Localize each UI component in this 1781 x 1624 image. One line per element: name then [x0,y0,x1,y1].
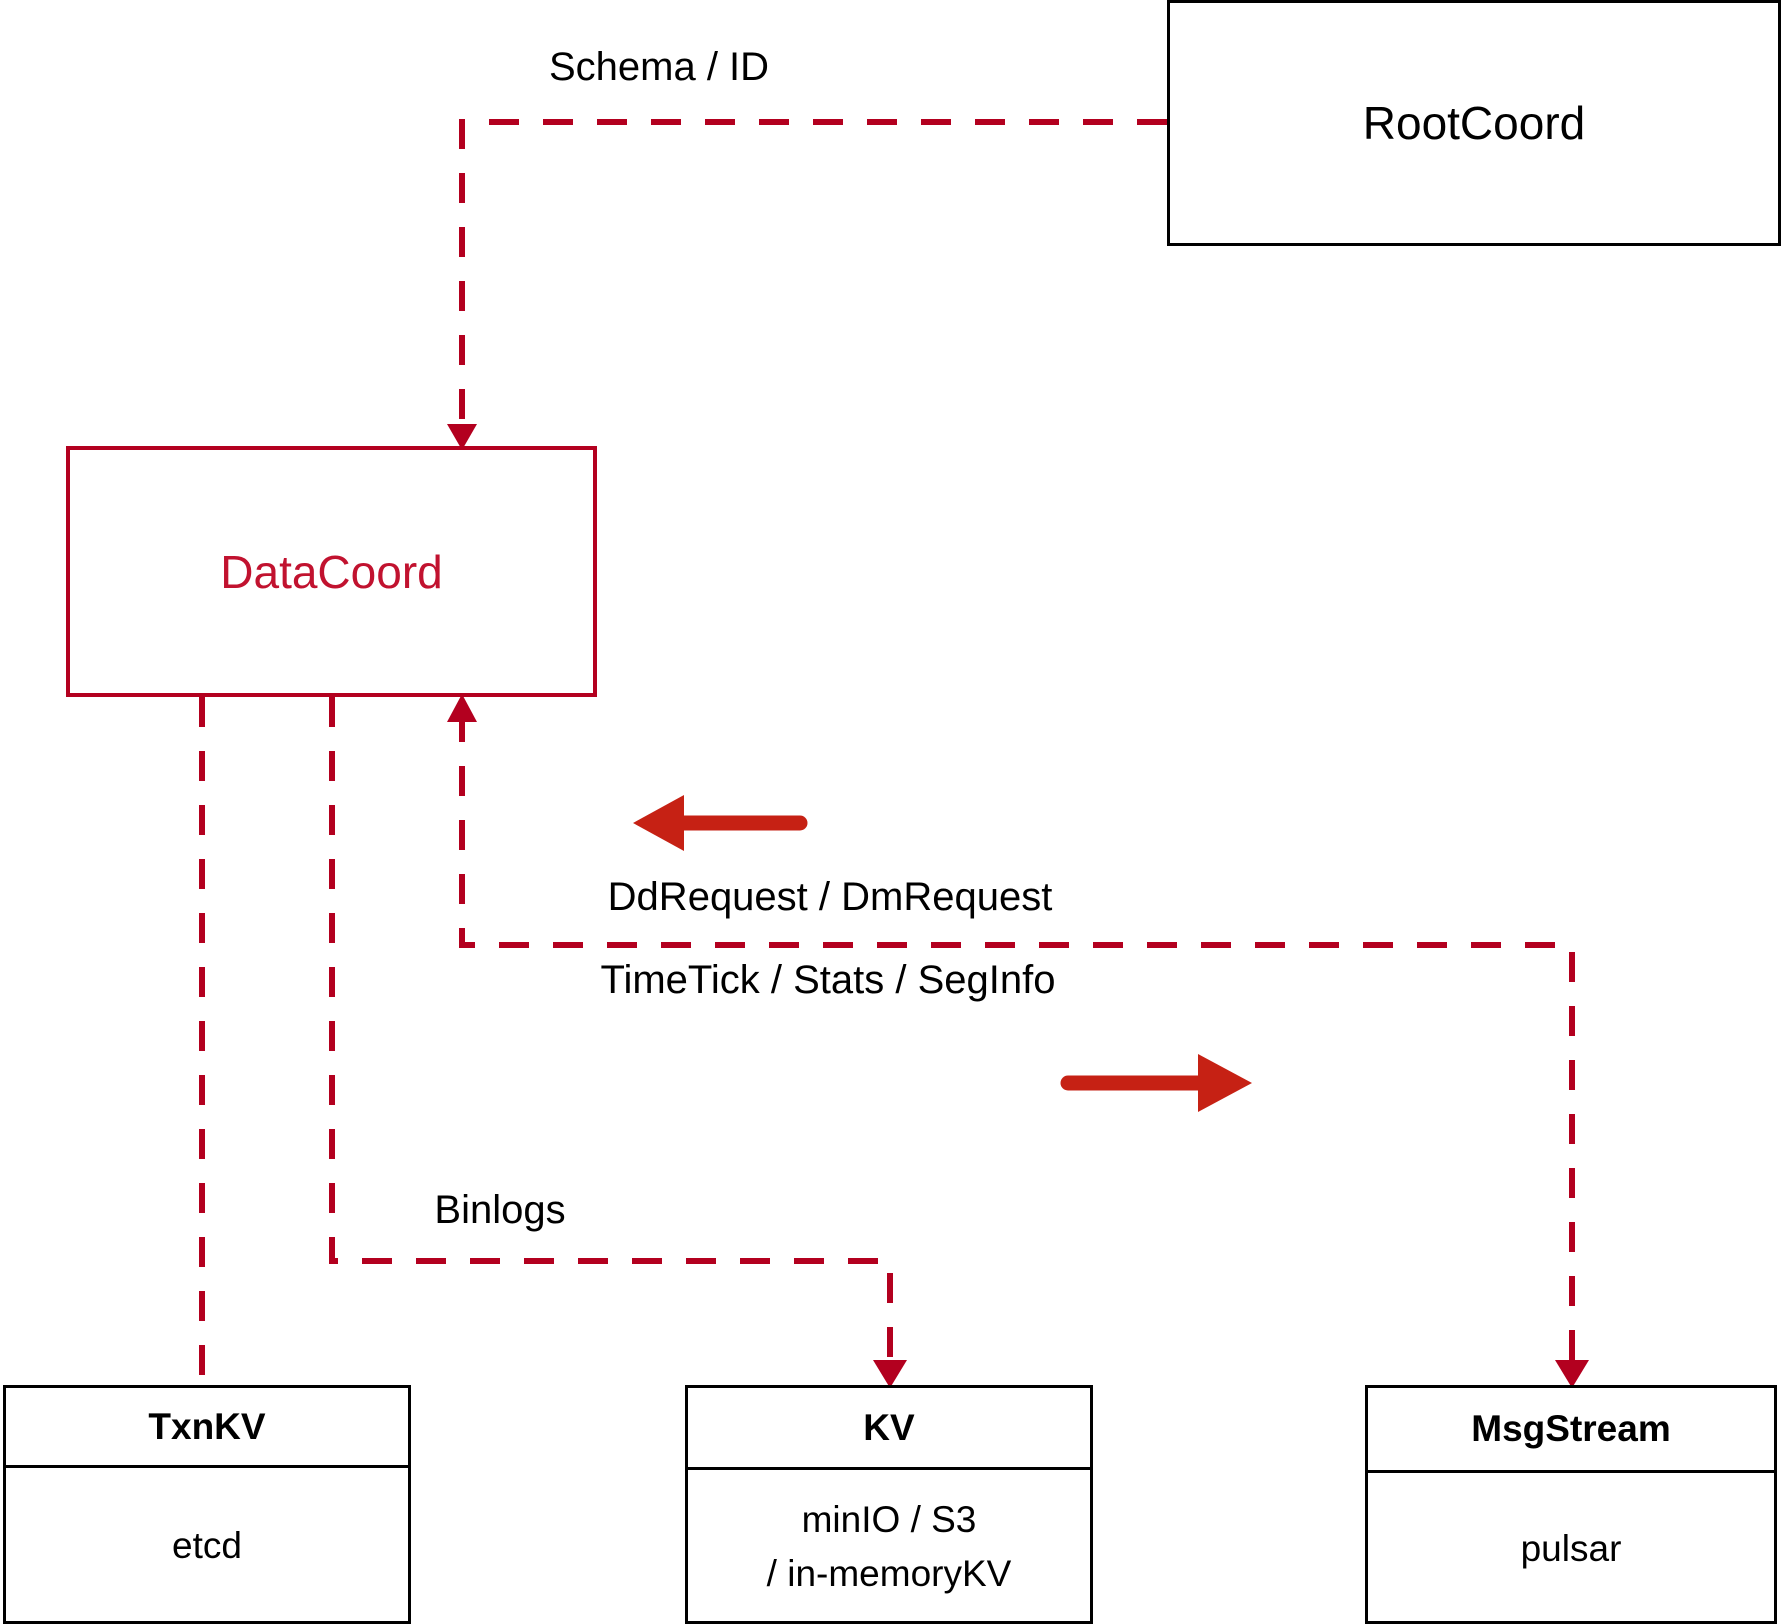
node-msgstream-title: MsgStream [1368,1388,1774,1473]
direction-arrow-left [633,795,808,851]
edge-msgstream-datacoord [447,694,1589,1388]
edge-label-binlogs: Binlogs [434,1188,566,1232]
node-msgstream[interactable]: MsgStream pulsar [1365,1385,1777,1624]
edge-label-dd-dm-request: DdRequest / DmRequest [607,875,1053,919]
node-datacoord[interactable]: DataCoord [66,446,597,697]
node-txnkv-body-line: etcd [172,1525,242,1567]
node-rootcoord[interactable]: RootCoord [1167,0,1781,246]
direction-arrow-right [1060,1054,1252,1112]
node-kv-body: minIO / S3 / in-memoryKV [688,1470,1090,1624]
node-kv-body-line-2: / in-memoryKV [766,1553,1012,1594]
node-txnkv-body: etcd [6,1468,408,1624]
node-kv[interactable]: KV minIO / S3 / in-memoryKV [685,1385,1093,1624]
node-msgstream-body: pulsar [1368,1473,1774,1624]
edge-label-schema-id: Schema / ID [548,45,770,89]
node-msgstream-body-line: pulsar [1520,1527,1622,1569]
node-kv-title: KV [688,1388,1090,1470]
node-txnkv[interactable]: TxnKV etcd [3,1385,411,1624]
edge-binlogs [329,697,907,1388]
node-rootcoord-label: RootCoord [1362,97,1586,149]
node-kv-body-line-1: minIO / S3 [801,1499,977,1541]
node-txnkv-title: TxnKV [6,1388,408,1468]
node-datacoord-label: DataCoord [220,545,443,598]
edge-schema-id [447,119,1167,450]
edge-label-timetick-stats-seginfo: TimeTick / Stats / SegInfo [600,958,1056,1002]
